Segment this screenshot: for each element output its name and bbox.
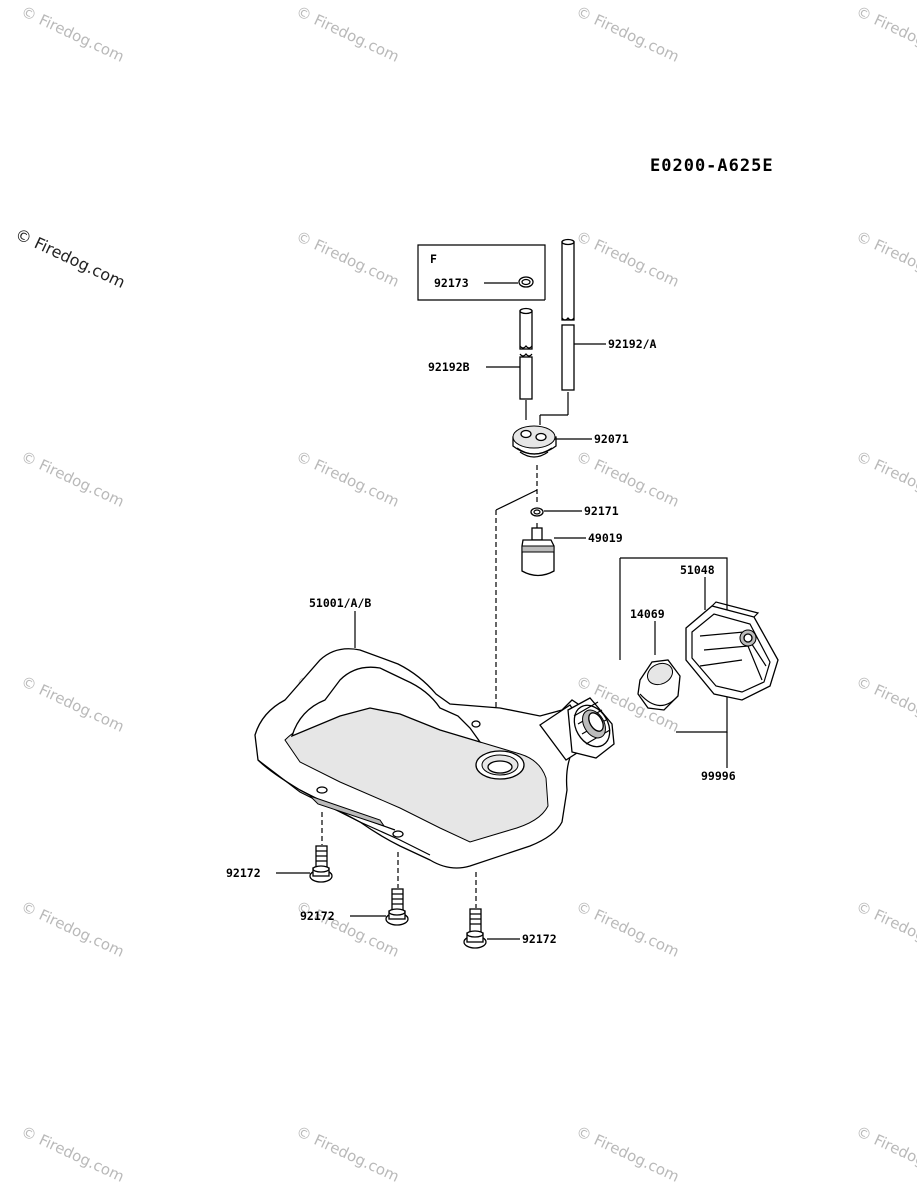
hose-92192b: 92192B (428, 307, 533, 420)
bolt-92172-right: 92172 (463, 872, 557, 949)
part-label-99996: 99996 (701, 769, 736, 783)
watermark: © Firedog.com (293, 1122, 402, 1185)
bolt-92172-middle: 92172 (300, 852, 409, 926)
cap-gasket-14069 (637, 659, 681, 711)
bolt-92172-left: 92172 (226, 812, 333, 883)
watermark: © Firedog.com (573, 2, 682, 65)
watermark: © Firedog.com (573, 447, 682, 510)
watermark: © Firedog.com (573, 897, 682, 960)
watermark: © Firedog.com (853, 2, 917, 65)
part-label-92172-right: 92172 (522, 932, 557, 946)
part-label-14069: 14069 (630, 607, 665, 621)
fuel-tank-51001: 51001/A/B (254, 596, 615, 869)
watermark: © Firedog.com (853, 447, 917, 510)
inset-letter: F (430, 252, 437, 266)
fuel-cap-51048 (685, 601, 779, 701)
part-label-92173: 92173 (434, 276, 469, 290)
part-label-92192a: 92192/A (608, 337, 657, 351)
watermark: © Firedog.com (573, 227, 682, 290)
part-label-92192b: 92192B (428, 360, 470, 374)
clip-92171: 92171 (530, 504, 619, 518)
watermark: © Firedog.com (853, 1122, 917, 1185)
inset-f-box: F 92173 (417, 244, 546, 301)
grommet-92071: 92071 (512, 425, 629, 458)
watermark: © Firedog.com (18, 447, 127, 510)
watermark: © Firedog.com (293, 447, 402, 510)
watermark: © Firedog.com (18, 1122, 127, 1185)
watermark-layer: © Firedog.com © Firedog.com © Firedog.co… (18, 2, 917, 1185)
fuel-filter-49019: 49019 (521, 527, 623, 577)
diagram-code: E0200-A625E (650, 156, 774, 176)
watermark: © Firedog.com (853, 897, 917, 960)
watermark: © Firedog.com (293, 897, 402, 960)
part-label-92171: 92171 (584, 504, 619, 518)
watermark: © Firedog.com (573, 1122, 682, 1185)
watermark: © Firedog.com (293, 227, 402, 290)
copyright-mark: © Firedog.com (12, 224, 128, 292)
watermark: © Firedog.com (18, 2, 127, 65)
watermark: © Firedog.com (18, 672, 127, 735)
part-label-51048: 51048 (680, 563, 715, 577)
watermark: © Firedog.com (853, 672, 917, 735)
part-label-51001: 51001/A/B (309, 596, 371, 610)
watermark: © Firedog.com (18, 897, 127, 960)
o-ring-92173 (518, 276, 534, 288)
cap-assembly-bracket: 99996 51048 14069 (619, 557, 736, 783)
part-label-49019: 49019 (588, 531, 623, 545)
watermark: © Firedog.com (293, 2, 402, 65)
hose-92192a: 92192/A (539, 238, 657, 425)
part-label-92172-middle: 92172 (300, 909, 335, 923)
watermark: © Firedog.com (853, 227, 917, 290)
part-label-92071: 92071 (594, 432, 629, 446)
part-label-92172-left: 92172 (226, 866, 261, 880)
